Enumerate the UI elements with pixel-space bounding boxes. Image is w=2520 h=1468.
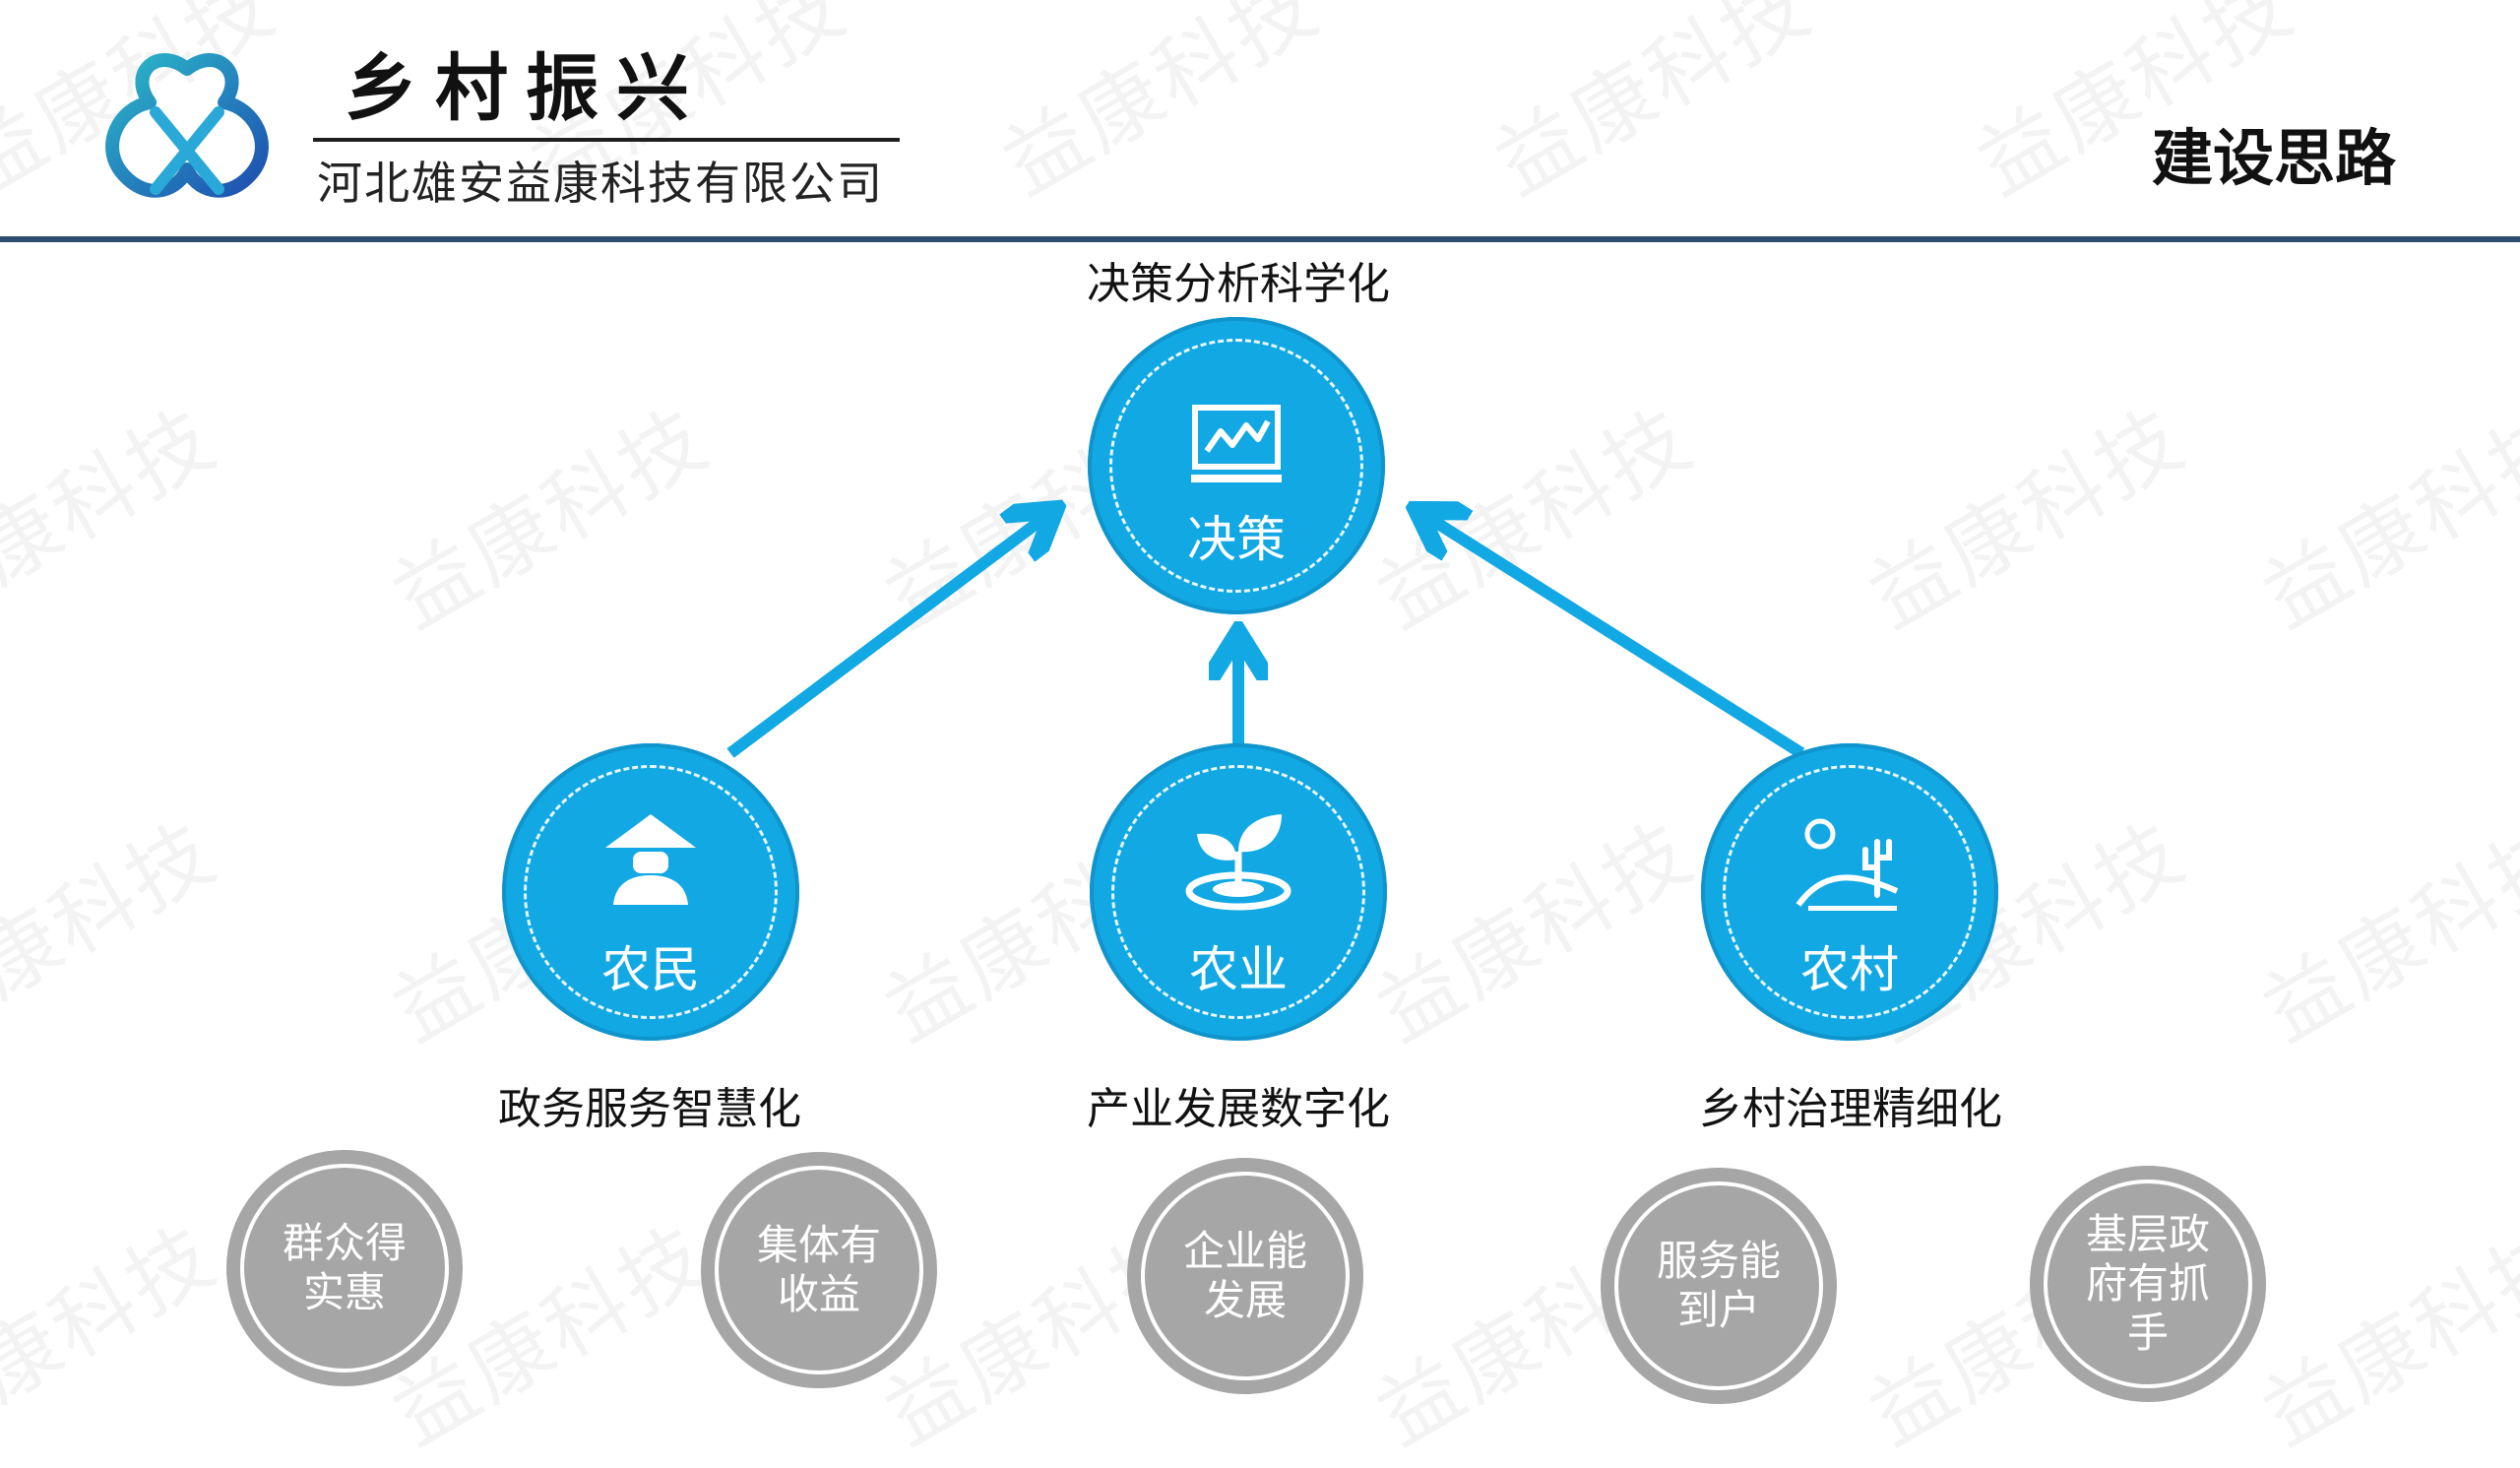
- diagram-arrows: [726, 0, 1805, 759]
- node-label: 农村: [1800, 941, 1899, 998]
- outcome-circle: 集体有收益: [701, 1152, 937, 1388]
- arrow-left-to-top: [726, 517, 1045, 758]
- node-ring: [1111, 765, 1365, 1019]
- chart-icon: [1191, 405, 1282, 482]
- company-logo-icon: [105, 52, 269, 198]
- farmer-icon: [605, 814, 696, 905]
- node-decision: 决策: [1088, 317, 1385, 614]
- outcome-circle: 基层政府有抓手: [2030, 1166, 2266, 1402]
- brand-title: 乡村振兴: [345, 46, 707, 131]
- node-farmer: 农民: [502, 743, 799, 1041]
- caption-industry: 产业发展数字化: [1087, 1084, 1390, 1134]
- header-rule: [0, 236, 2520, 242]
- section-title: 建设思路: [2151, 122, 2396, 194]
- company-name: 河北雄安益康科技有限公司: [317, 157, 884, 210]
- caption-decision: 决策分析科学化: [1087, 259, 1390, 309]
- node-ring: [524, 765, 778, 1019]
- node-agriculture: 农业: [1090, 743, 1387, 1041]
- caption-government: 政务服务智慧化: [498, 1084, 801, 1134]
- outcome-label: 服务能到户: [1656, 1237, 1781, 1334]
- node-label: 决策: [1187, 511, 1286, 568]
- node-label: 农业: [1189, 941, 1288, 998]
- outcome-circle: 企业能发展: [1127, 1158, 1363, 1394]
- brand-divider: [313, 138, 900, 142]
- caption-governance: 乡村治理精细化: [1699, 1084, 2002, 1134]
- outcome-label: 群众得实惠: [282, 1219, 407, 1316]
- arrow-right-to-top: [1427, 517, 1805, 759]
- outcome-label: 集体有收益: [756, 1221, 881, 1318]
- outcome-circle: 服务能到户: [1601, 1168, 1837, 1404]
- node-ring: [1109, 339, 1363, 593]
- node-village: 农村: [1701, 743, 1998, 1041]
- sprout-icon: [1185, 814, 1292, 911]
- outcome-circle: 群众得实惠: [226, 1150, 463, 1386]
- village-icon: [1796, 818, 1899, 911]
- node-label: 农民: [601, 941, 700, 998]
- outcome-label: 企业能发展: [1182, 1227, 1307, 1324]
- outcome-label: 基层政府有抓手: [2085, 1210, 2210, 1357]
- node-ring: [1723, 765, 1977, 1019]
